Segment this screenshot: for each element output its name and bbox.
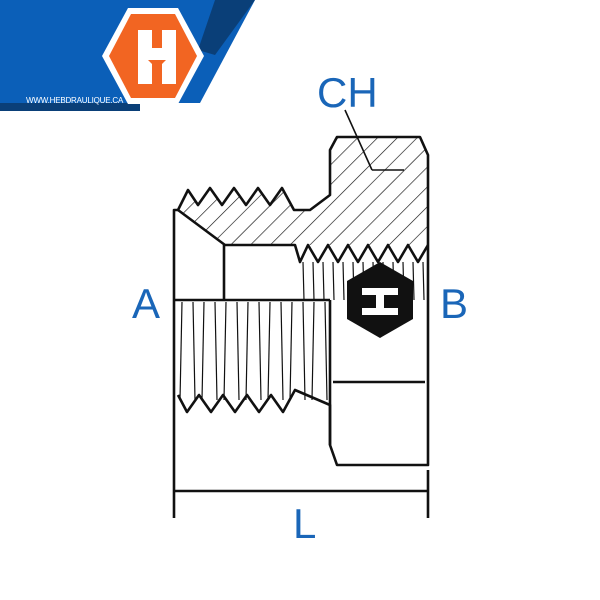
thread-line: [289, 301, 293, 401]
thread-line: [192, 301, 196, 401]
label-b: B: [440, 280, 469, 327]
label-ch: CH: [317, 69, 378, 116]
thread-line: [302, 261, 305, 301]
thread-line: [302, 301, 306, 401]
brand-banner: [0, 0, 255, 111]
thread-line: [258, 301, 262, 401]
thread-line: [342, 261, 345, 301]
section-hatch: [178, 137, 428, 245]
thread-line: [280, 301, 284, 401]
label-a: A: [132, 280, 161, 327]
thread-line: [223, 301, 227, 401]
thread-line: [422, 261, 425, 301]
thread-line: [322, 261, 325, 301]
thread-line: [412, 261, 415, 301]
logo-hex-icon: [102, 8, 204, 104]
thread-line: [201, 301, 205, 401]
thread-line: [179, 301, 183, 401]
thread-line: [267, 301, 271, 401]
thread-line: [236, 301, 240, 401]
website-url: WWW.HEBDRAULIQUE.CA: [26, 96, 124, 105]
thread-line: [311, 301, 315, 401]
thread-line: [332, 261, 335, 301]
thread-line: [312, 261, 315, 301]
thread-line: [245, 301, 249, 401]
label-l: L: [293, 500, 317, 547]
body-outline: [172, 135, 430, 518]
thread-line: [324, 301, 328, 401]
thread-line: [214, 301, 218, 401]
hex-emblem-icon: [347, 262, 413, 338]
